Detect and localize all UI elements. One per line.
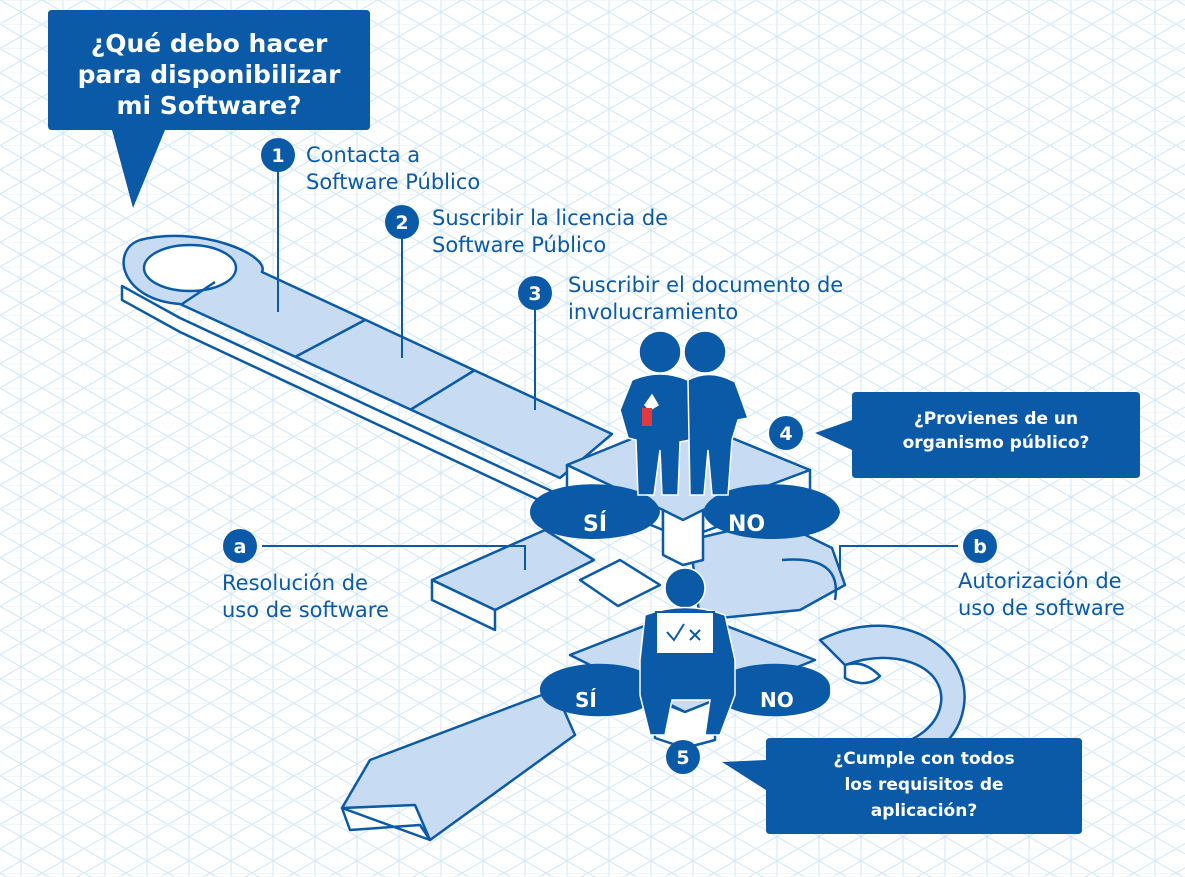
option-a-label: Resolución de uso de software (222, 571, 389, 622)
decision-1-yes-label: SÍ (583, 511, 607, 537)
svg-text:2: 2 (395, 212, 408, 234)
svg-text:4: 4 (779, 423, 792, 445)
svg-text:a: a (234, 536, 247, 558)
question-5-bubble (722, 738, 1082, 834)
svg-text:3: 3 (528, 283, 541, 305)
title-line-1: ¿Qué debo hacer (90, 29, 328, 58)
decision-2-no: NO (715, 663, 831, 717)
question-5-line-3: aplicación? (870, 801, 978, 821)
decision-2-no-label: NO (760, 688, 794, 712)
decision-2-yes: SÍ (540, 663, 656, 717)
decision-1-yes: SÍ (530, 484, 660, 539)
question-5-line-1: ¿Cumple con todos (833, 749, 1015, 769)
decision-2-yes-label: SÍ (575, 688, 597, 712)
title-speech-bubble (48, 10, 370, 208)
step-1-badge: 1 (261, 138, 295, 172)
step-5-badge: 5 (666, 740, 700, 774)
question-4-text: ¿Provienes de un organismo público? (856, 407, 1136, 455)
seated-person-figure (639, 567, 736, 736)
step-3-badge: 3 (518, 276, 552, 310)
option-b-label: Autorización de uso de software (958, 569, 1125, 620)
option-a-badge: a (223, 529, 257, 563)
question-5-text: ¿Cumple con todos los requisitos de apli… (770, 746, 1078, 824)
svg-text:b: b (973, 536, 987, 558)
option-b-badge: b (963, 529, 997, 563)
step-2-label: Suscribir la licencia de Software Públic… (432, 206, 669, 257)
decision-loop-path (430, 518, 847, 632)
lower-path-arrow (340, 688, 577, 842)
decision-1-no: NO (703, 484, 840, 539)
question-4-line-2: organismo público? (902, 433, 1090, 453)
question-4-line-1: ¿Provienes de un (913, 409, 1079, 429)
step-4-badge: 4 (769, 416, 803, 450)
step-1-label: Contacta a Software Público (306, 143, 481, 194)
step-2-badge: 2 (385, 205, 419, 239)
step-3-label: Suscribir el documento de involucramient… (568, 273, 844, 324)
question-5-line-2: los requisitos de (844, 775, 1004, 795)
connector-lines (262, 168, 958, 570)
two-officials-figure (619, 330, 750, 496)
decision-1-no-label: NO (728, 512, 765, 537)
svg-text:1: 1 (271, 145, 284, 167)
svg-text:5: 5 (676, 747, 689, 769)
question-4-bubble (815, 392, 1140, 478)
title-line-2: para disponibilizar (77, 60, 341, 89)
title-text: ¿Qué debo hacer para disponibilizar mi S… (56, 28, 362, 121)
title-line-3: mi Software? (116, 91, 302, 120)
